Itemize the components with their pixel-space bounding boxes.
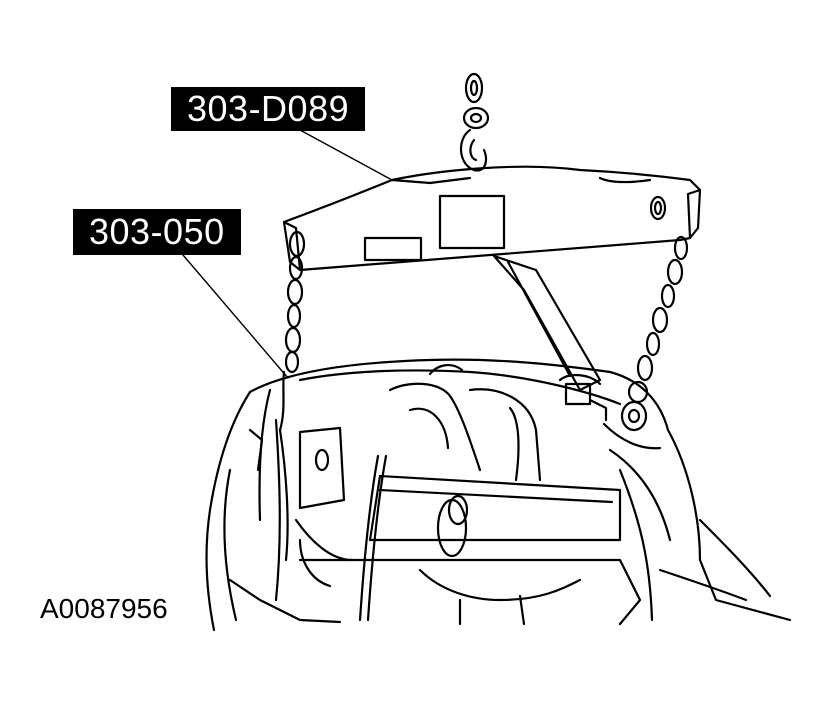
callout-lifting-beam: 303-D089 <box>171 87 366 131</box>
figure-id-label: A0087956 <box>40 593 168 624</box>
leader-line-beam <box>299 129 393 181</box>
rear-strut <box>492 254 602 392</box>
engine-block <box>205 358 792 632</box>
callout-chain: 303-050 <box>73 209 241 255</box>
left-lift-chain <box>278 230 306 432</box>
right-lift-chain <box>620 235 689 432</box>
lifting-beam <box>282 165 702 272</box>
leader-line-chain <box>182 254 289 379</box>
callout-leaders <box>182 129 393 379</box>
hoist-hook-chain <box>459 72 490 172</box>
